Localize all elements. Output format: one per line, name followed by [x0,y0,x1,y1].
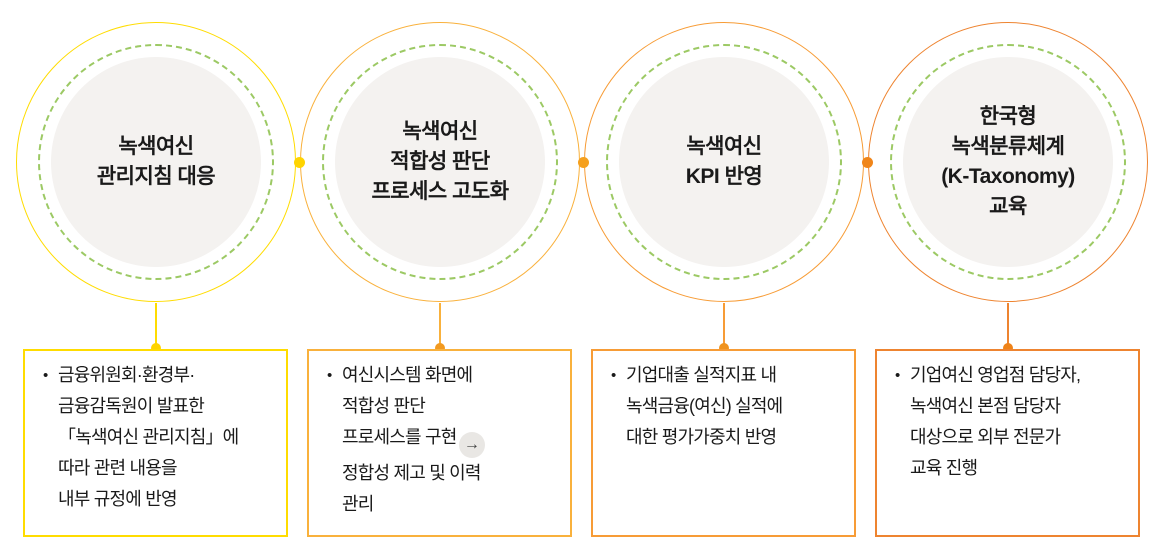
step-2-description: • 여신시스템 화면에 적합성 판단 프로세스를 구현→ 정합성 제고 및 이력… [327,360,564,520]
step-4-dashed-ring [890,44,1126,280]
step-4-connector-dot [1003,343,1013,353]
desc-line: 금융위원회·환경부· [58,365,195,385]
desc-line: 녹색여신 본점 담당자 [910,396,1061,416]
step-2-title: 녹색여신 적합성 판단 프로세스 고도화 [371,117,509,207]
desc-line: 여신시스템 화면에 [342,365,473,385]
step-title-line: KPI 반영 [685,165,763,188]
step-title-line: 한국형 [979,105,1037,128]
step-title-line: 적합성 판단 [390,150,490,173]
step-title-line: 교육 [989,195,1027,218]
desc-line: 대상으로 외부 전문가 [910,427,1061,447]
bullet-icon: • [43,367,49,384]
step-title-line: 녹색분류체계 [951,135,1065,158]
step-title-line: 녹색여신 [118,135,194,158]
step-3-title: 녹색여신 KPI 반영 [685,132,763,192]
step-3-description-lines: 기업대출 실적지표 내 녹색금융(여신) 실적에 대한 평가가중치 반영 [626,360,848,453]
step-3-connector-dot [719,343,729,353]
step-4-description-lines: 기업여신 영업점 담당자, 녹색여신 본점 담당자 대상으로 외부 전문가 교육… [910,360,1132,484]
step-3: 녹색여신 KPI 반영 • 기업대출 실적지표 내 녹색금융(여신) 실적에 대… [584,22,864,542]
step-1-circle: 녹색여신 관리지침 대응 [51,57,261,267]
step-3-dashed-ring [606,44,842,280]
step-4-title: 한국형 녹색분류체계 (K-Taxonomy) 교육 [941,102,1075,222]
step-2-description-box: • 여신시스템 화면에 적합성 판단 프로세스를 구현→ 정합성 제고 및 이력… [307,349,572,537]
step-3-description: • 기업대출 실적지표 내 녹색금융(여신) 실적에 대한 평가가중치 반영 [611,360,848,453]
desc-line: 「녹색여신 관리지침」에 [58,427,239,447]
bullet-icon: • [611,367,617,384]
step-2-description-lines: 여신시스템 화면에 적합성 판단 프로세스를 구현→ 정합성 제고 및 이력 관… [342,360,564,520]
inter-step-dot-3 [862,157,873,168]
step-3-description-box: • 기업대출 실적지표 내 녹색금융(여신) 실적에 대한 평가가중치 반영 [591,349,856,537]
step-4-circle: 한국형 녹색분류체계 (K-Taxonomy) 교육 [903,57,1113,267]
step-title-line: (K-Taxonomy) [941,165,1075,188]
desc-line: 기업대출 실적지표 내 [626,365,777,385]
desc-line: 내부 규정에 반영 [58,489,178,509]
step-4: 한국형 녹색분류체계 (K-Taxonomy) 교육 • 기업여신 영업점 담당… [868,22,1148,542]
step-2-dashed-ring [322,44,558,280]
bullet-icon: • [327,367,333,384]
desc-line: 교육 진행 [910,458,978,478]
inter-step-dot-1 [294,157,305,168]
step-title-line: 녹색여신 [402,120,478,143]
desc-line-text: 프로세스를 구현 [342,427,457,447]
step-3-connector-line [723,303,725,349]
step-3-circle: 녹색여신 KPI 반영 [619,57,829,267]
step-1-description-box: • 금융위원회·환경부· 금융감독원이 발표한 「녹색여신 관리지침」에 따라 … [23,349,288,537]
desc-line: 관리 [342,494,374,514]
inter-step-dot-2 [578,157,589,168]
step-1-connector-dot [151,343,161,353]
step-1-title: 녹색여신 관리지침 대응 [96,132,216,192]
step-title-line: 프로세스 고도화 [371,180,509,203]
step-1-description-lines: 금융위원회·환경부· 금융감독원이 발표한 「녹색여신 관리지침」에 따라 관련… [58,360,280,515]
step-1-description: • 금융위원회·환경부· 금융감독원이 발표한 「녹색여신 관리지침」에 따라 … [43,360,280,515]
desc-line: 적합성 판단 [342,396,426,416]
desc-line: 대한 평가가중치 반영 [626,427,777,447]
step-title-line: 녹색여신 [686,135,762,158]
step-2-connector-line [439,303,441,349]
step-1-dashed-ring [38,44,274,280]
desc-line: 녹색금융(여신) 실적에 [626,396,783,416]
desc-line: 프로세스를 구현→ [342,422,564,458]
arrow-right-icon: → [458,432,485,458]
step-2: 녹색여신 적합성 판단 프로세스 고도화 • 여신시스템 화면에 적합성 판단 … [300,22,580,542]
step-1: 녹색여신 관리지침 대응 • 금융위원회·환경부· 금융감독원이 발표한 「녹색… [16,22,296,542]
step-1-connector-line [155,303,157,349]
step-title-line: 관리지침 대응 [96,165,216,188]
bullet-icon: • [895,367,901,384]
step-2-connector-dot [435,343,445,353]
step-4-description: • 기업여신 영업점 담당자, 녹색여신 본점 담당자 대상으로 외부 전문가 … [895,360,1132,484]
desc-line: 기업여신 영업점 담당자, [910,365,1081,385]
desc-line: 금융감독원이 발표한 [58,396,205,416]
desc-line: 따라 관련 내용을 [58,458,178,478]
step-2-circle: 녹색여신 적합성 판단 프로세스 고도화 [335,57,545,267]
step-4-description-box: • 기업여신 영업점 담당자, 녹색여신 본점 담당자 대상으로 외부 전문가 … [875,349,1140,537]
desc-line: 정합성 제고 및 이력 [342,463,481,483]
step-4-connector-line [1007,303,1009,349]
